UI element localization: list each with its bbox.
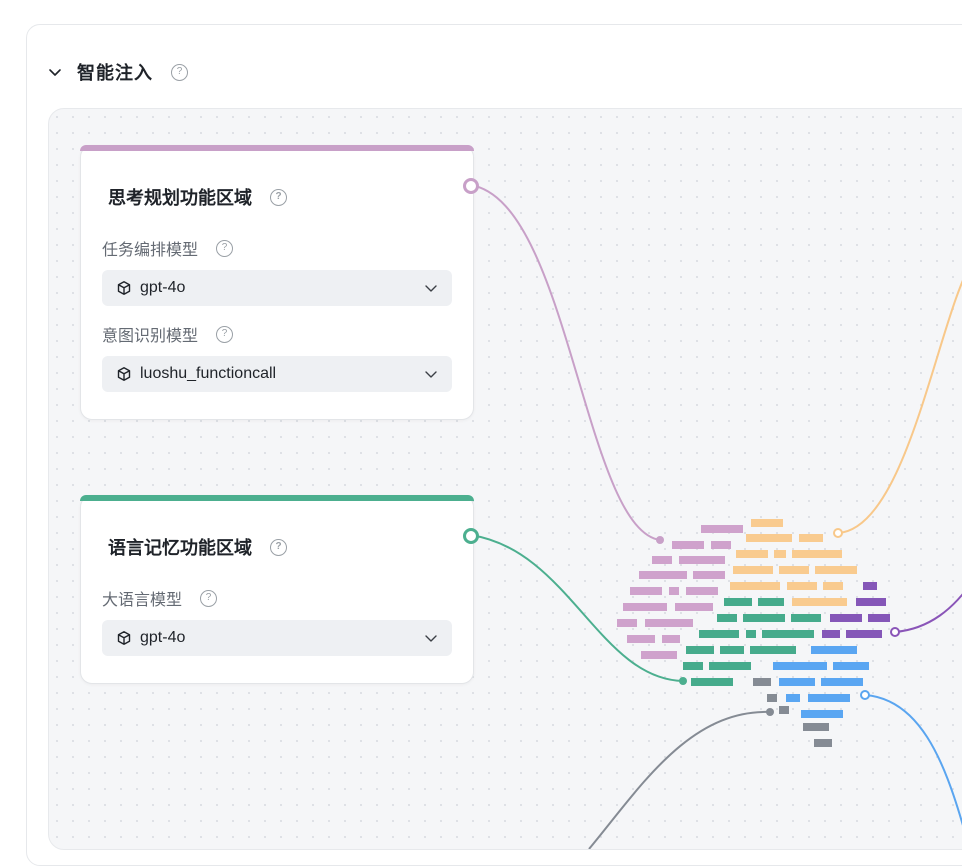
output-port[interactable] [463,528,479,544]
chevron-down-icon[interactable] [47,64,63,80]
card-title-text: 思考规划功能区域 [108,188,252,208]
help-icon[interactable]: ? [216,325,234,343]
connection-lines [469,184,962,849]
chevron-down-icon[interactable] [424,281,438,295]
help-icon[interactable]: ? [171,63,188,81]
memory-card: 语言记忆功能区域 ? 大语言模型 ? gpt-4o [80,495,479,684]
section-title: 智能注入 [77,63,153,83]
link-dot [833,528,843,538]
blue-link [864,694,962,826]
field-label: 大语言模型 ? [102,586,218,610]
cube-icon [117,281,131,295]
planning-link [469,184,661,541]
link-dot [766,708,774,716]
card-title: 思考规划功能区域 ? [108,184,287,210]
select-value: luoshu_functioncall [140,365,277,382]
gray-link [588,710,771,849]
select-value: gpt-4o [140,629,186,646]
select-value: gpt-4o [140,279,186,296]
card-accent-bar [80,495,474,501]
card-title-text: 语言记忆功能区域 [108,538,252,558]
field-label: 任务编排模型 ? [102,236,234,260]
link-dot [860,690,870,700]
flow-canvas[interactable]: 思考规划功能区域 ? 任务编排模型 ? gpt-4o 意图识别模型 ? luos… [48,108,962,850]
link-dot [679,677,687,685]
card-title: 语言记忆功能区域 ? [108,534,287,560]
cube-icon [117,367,131,381]
cube-icon [117,631,131,645]
output-port[interactable] [463,178,479,194]
purple-link [894,593,962,633]
planning-card: 思考规划功能区域 ? 任务编排模型 ? gpt-4o 意图识别模型 ? luos… [80,145,479,420]
field-label: 意图识别模型 ? [102,322,234,346]
help-icon[interactable]: ? [270,188,287,206]
task-model-select[interactable]: gpt-4o [102,270,452,306]
field-label-text: 任务编排模型 [102,242,199,259]
field-label-text: 意图识别模型 [102,328,199,345]
yellow-link [837,279,962,534]
section-header[interactable]: 智能注入 ? [47,59,188,85]
chevron-down-icon[interactable] [424,367,438,381]
llm-model-select[interactable]: gpt-4o [102,620,452,656]
memory-link [469,534,684,682]
card-accent-bar [80,145,474,151]
help-icon[interactable]: ? [216,239,234,257]
help-icon[interactable]: ? [200,589,218,607]
link-dot [890,627,900,637]
intent-model-select[interactable]: luoshu_functioncall [102,356,452,392]
brain-graphic [617,519,890,747]
link-dot [656,536,664,544]
field-label-text: 大语言模型 [102,592,183,609]
help-icon[interactable]: ? [270,538,287,556]
chevron-down-icon[interactable] [424,631,438,645]
